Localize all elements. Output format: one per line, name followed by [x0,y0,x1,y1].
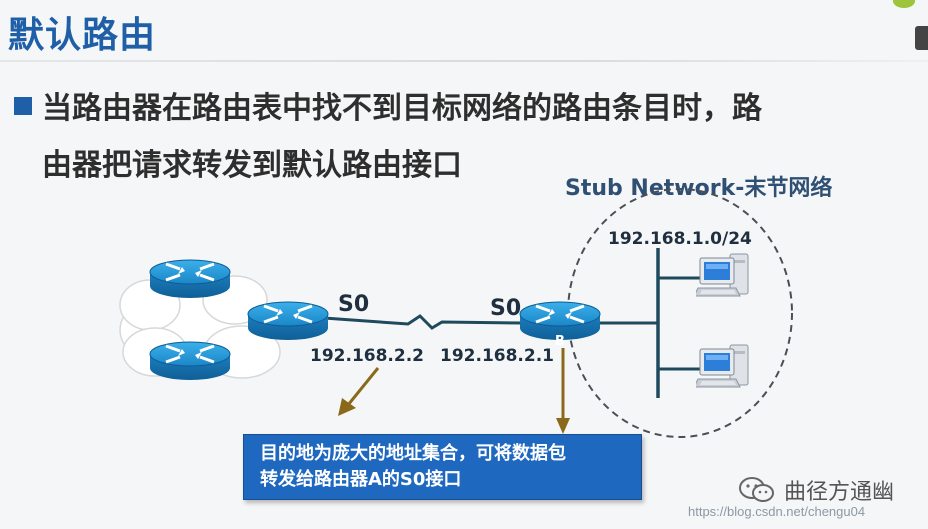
pc-icon [696,344,749,388]
serial-link [323,314,523,330]
watermark-url: https://blog.csdn.net/chengu04 [688,504,866,519]
interface-a-label: S0 [338,292,369,317]
pc-icon [696,253,749,297]
arrow-to-ip-a [338,367,380,416]
router-left-top-icon [148,258,232,300]
watermark-account: 曲径方通幽 [784,480,895,505]
bullet-text: 当路由器在路由表中找不到目标网络的路由条目时，路 由器把请求转发到默认路由接口 [42,80,922,194]
wechat-icon [739,477,774,502]
slide-title: 默认路由 [8,15,157,56]
ip-b-label: 192.168.2.1 [440,346,554,366]
interface-b-label: S0 [490,296,521,321]
stub-subnet-label: 192.168.1.0/24 [608,229,752,249]
bullet-icon [14,97,32,115]
stub-network-boundary [567,188,793,438]
watermark: 曲径方通幽 [738,474,894,506]
callout-box: 目的地为庞大的地址集合，可将数据包 转发给路由器A的S0接口 [243,434,642,500]
ip-a-label: 192.168.2.2 [310,346,424,366]
router-a-icon [246,300,330,342]
title-divider [0,60,928,62]
bullet-line-2: 由器把请求转发到默认路由接口 [42,148,462,183]
stub-network-label: Stub Network-末节网络 [565,176,833,201]
corner-logo-icon [893,0,915,8]
router-left-bottom-icon [148,340,232,382]
router-b-label: B [555,334,565,349]
callout-line-1: 目的地为庞大的地址集合，可将数据包 [260,443,566,464]
side-panel-button[interactable] [915,26,928,50]
arrow-from-router-b [556,348,570,434]
callout-line-2: 转发给路由器A的S0接口 [260,469,462,490]
bullet-line-1: 当路由器在路由表中找不到目标网络的路由条目时，路 [42,91,762,126]
